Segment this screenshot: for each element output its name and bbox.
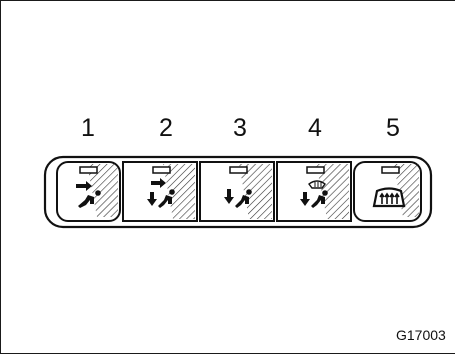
rear-defogger-icon	[372, 187, 406, 208]
indicator-light-icon	[79, 166, 98, 174]
rear-defogger-button[interactable]	[353, 161, 422, 222]
face-vent-icon	[76, 181, 101, 208]
bi-level-icon	[147, 178, 175, 208]
indicator-light-icon	[381, 166, 400, 174]
button-number-1: 1	[81, 114, 95, 142]
button-number-4: 4	[308, 114, 322, 142]
indicator-light-icon	[229, 166, 248, 174]
feet-defrost-icon	[300, 180, 328, 208]
figure-code: G17003	[396, 327, 446, 343]
mode-button-feet-defrost[interactable]	[276, 161, 352, 222]
mode-button-bi-level[interactable]	[122, 161, 198, 222]
indicator-light-icon	[306, 166, 325, 174]
button-number-5: 5	[386, 114, 400, 142]
feet-icon	[224, 189, 252, 208]
button-number-2: 2	[159, 114, 173, 142]
button-number-3: 3	[233, 114, 247, 142]
mode-button-feet[interactable]	[199, 161, 275, 222]
indicator-light-icon	[152, 166, 171, 174]
mode-button-face[interactable]	[56, 161, 121, 222]
